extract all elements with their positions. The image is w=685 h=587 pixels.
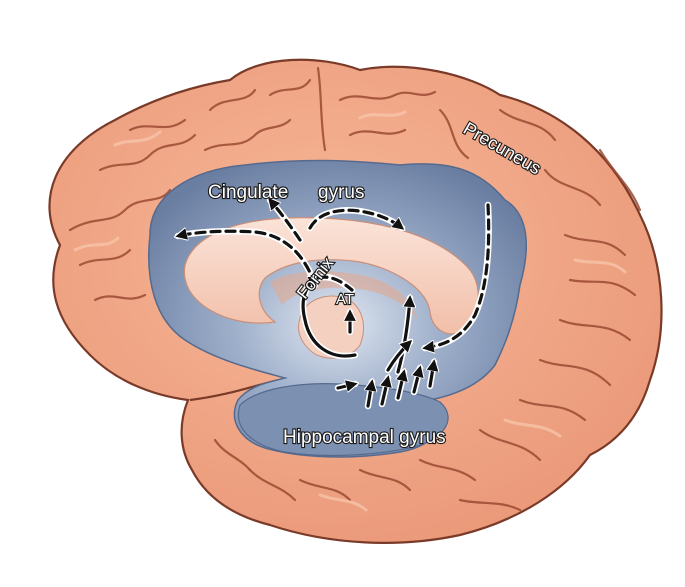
- fornix-loop-arrow: [301, 278, 357, 358]
- hippocampal-region: [237, 383, 449, 457]
- label-cingulate: Cingulate: [208, 182, 288, 203]
- label-gyrus: gyrus: [318, 182, 364, 203]
- pathway-arrows: [178, 200, 492, 410]
- cortical-sulci: [68, 66, 642, 512]
- arrow-to-anterior-cingulate: [178, 231, 317, 287]
- hippocampus-to-fornix-arrow: [396, 298, 410, 374]
- label-at: AT: [336, 291, 354, 308]
- arrow-from-precuneus: [425, 203, 491, 348]
- arrow-to-cingulate-up: [270, 200, 302, 242]
- arrow-to-posterior-cingulate: [308, 208, 402, 228]
- label-hippocampal-gyrus: Hippocampal gyrus: [283, 427, 446, 448]
